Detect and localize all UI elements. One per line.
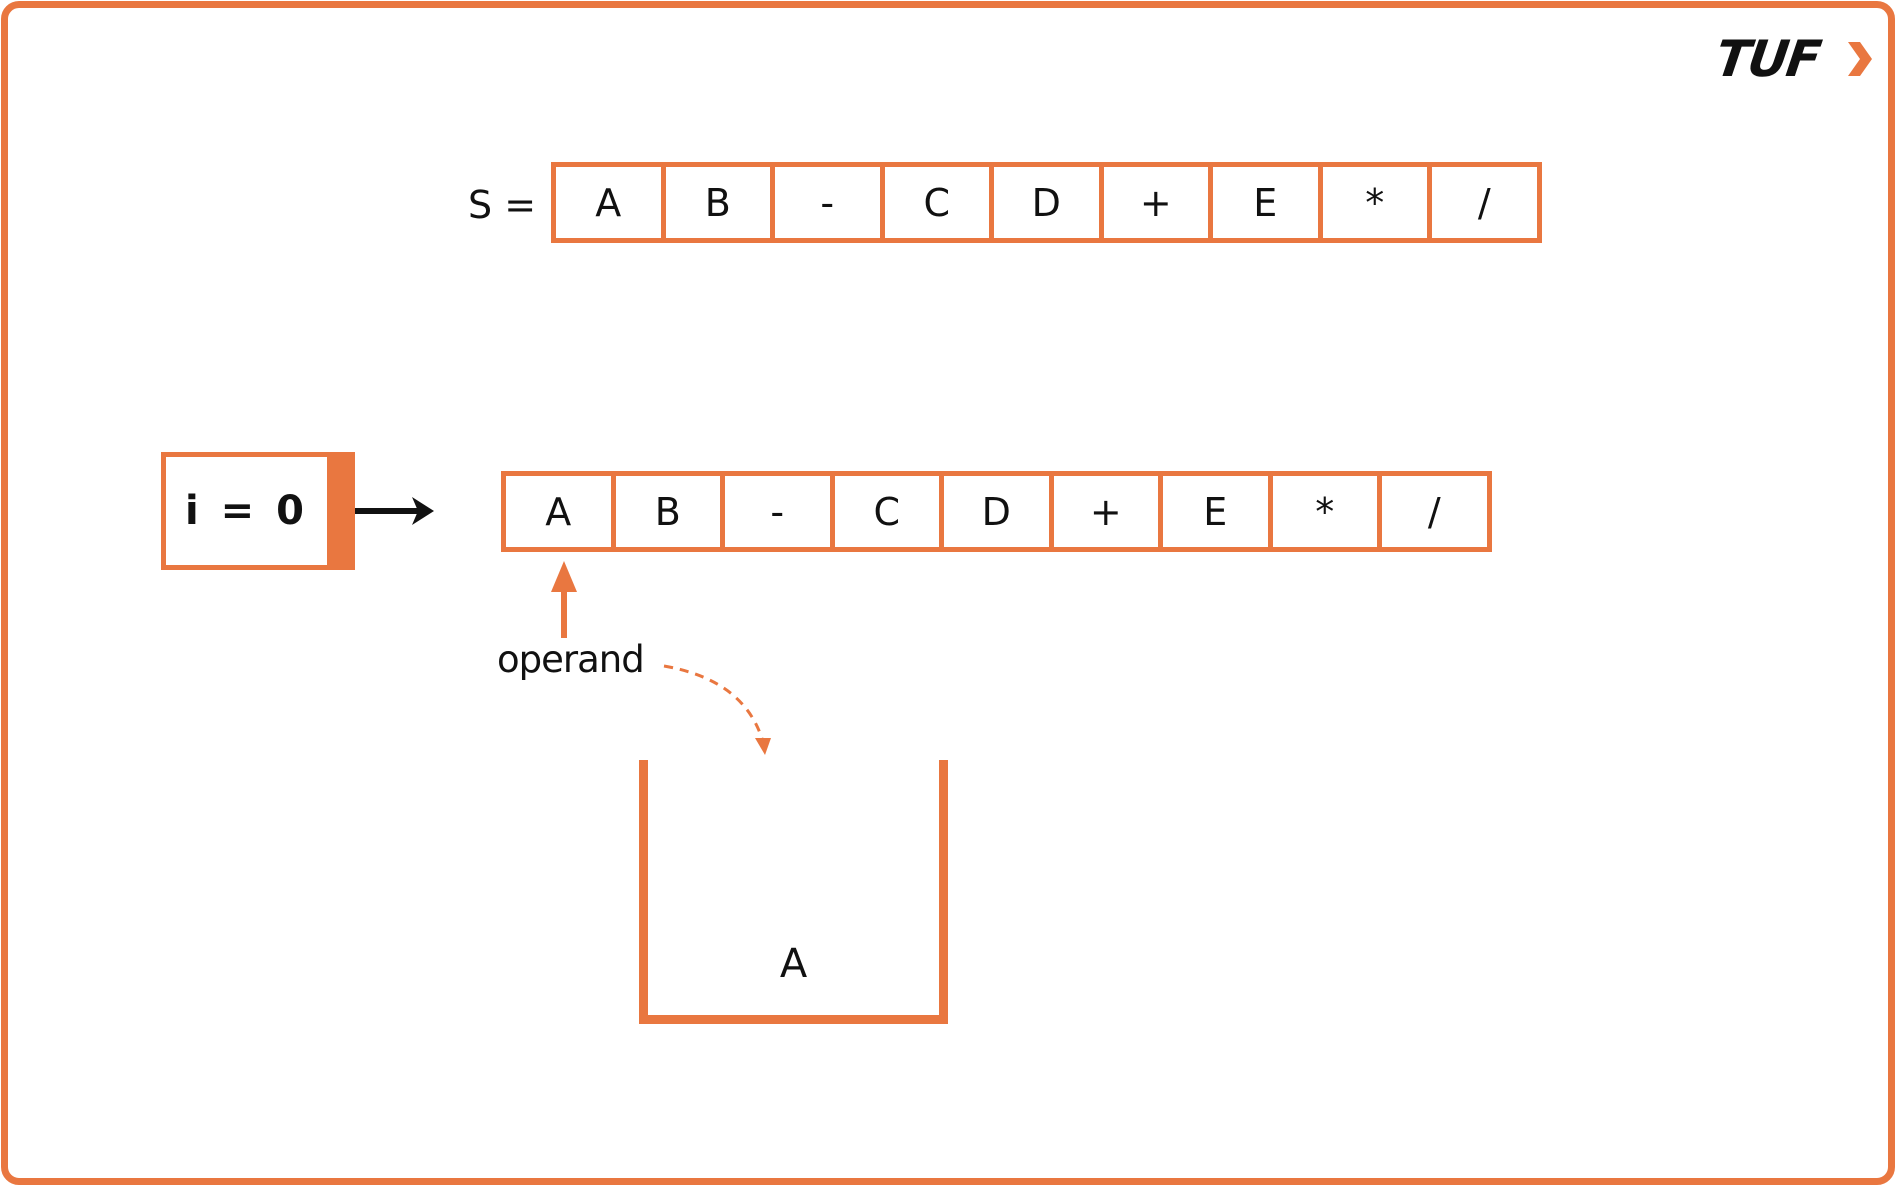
stack-container: A — [639, 760, 948, 1024]
tuf-logo: TUF — [1712, 30, 1876, 88]
stack-item: A — [779, 941, 808, 987]
string-cell: + — [1098, 162, 1213, 243]
scan-cell: / — [1377, 471, 1492, 552]
string-cell: C — [879, 162, 994, 243]
scan-cell: E — [1158, 471, 1273, 552]
input-string-array: A B - C D + E * / — [551, 162, 1542, 243]
string-cell: / — [1427, 162, 1542, 243]
string-cell: * — [1317, 162, 1432, 243]
string-cell: E — [1208, 162, 1323, 243]
scan-array: A B - C D + E * / — [501, 471, 1492, 552]
pointer-up-arrow-icon — [551, 561, 577, 638]
index-arrow-icon — [355, 497, 434, 525]
index-box: i = 0 — [161, 452, 355, 570]
chevron-right-icon — [1848, 42, 1872, 76]
string-cell: D — [989, 162, 1104, 243]
string-cell: - — [770, 162, 885, 243]
scan-cell: C — [829, 471, 944, 552]
string-cell: B — [660, 162, 775, 243]
pointer-label: operand — [497, 638, 645, 681]
string-label: S = — [468, 183, 537, 227]
dashed-curve-arrow-icon — [663, 664, 771, 755]
scan-cell: + — [1048, 471, 1163, 552]
scan-cell: A — [501, 471, 616, 552]
